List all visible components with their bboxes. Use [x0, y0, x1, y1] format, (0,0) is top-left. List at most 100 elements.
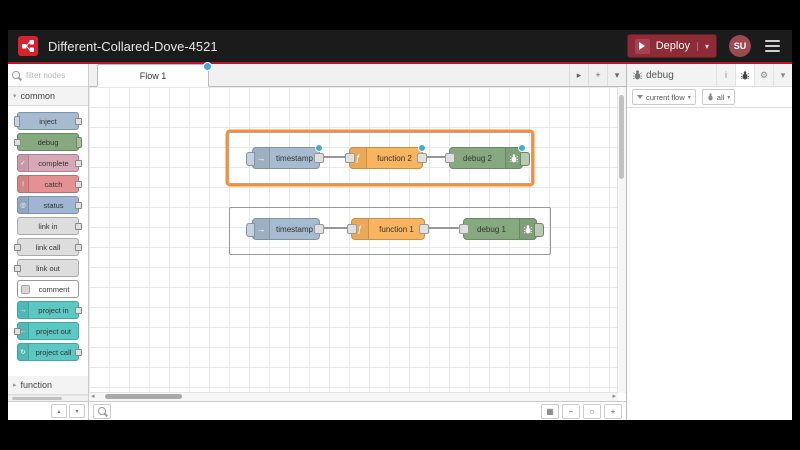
- flow-node-inject-timestamp[interactable]: → timestamp: [246, 144, 324, 169]
- filter-icon: [637, 95, 643, 99]
- inject-button[interactable]: [246, 223, 255, 237]
- chevron-down-icon: ▾: [727, 94, 731, 101]
- output-port[interactable]: [417, 153, 427, 163]
- debug-messages[interactable]: [627, 108, 792, 420]
- canvas-hscrollbar[interactable]: ◂ ▸: [89, 392, 618, 401]
- input-port: [14, 328, 21, 335]
- user-avatar[interactable]: SU: [729, 35, 751, 57]
- logo-icon: [22, 40, 34, 52]
- flow-node-debug-1[interactable]: debug 1: [459, 218, 544, 240]
- output-port: [75, 202, 82, 209]
- project-in-icon: →: [18, 302, 29, 318]
- wire[interactable]: [427, 227, 459, 229]
- input-port[interactable]: [459, 224, 469, 234]
- debug-filter-flow-button[interactable]: current flow ▾: [632, 89, 696, 105]
- catch-icon: !: [18, 176, 29, 192]
- sidebar-tab-debug[interactable]: [735, 64, 754, 86]
- canvas-vscrollbar[interactable]: [617, 87, 626, 393]
- palette-node-status[interactable]: ◎ status: [17, 196, 82, 214]
- wire[interactable]: [322, 227, 348, 229]
- modified-indicator: [315, 144, 323, 152]
- sidebar-tab-config[interactable]: ⚙: [754, 64, 773, 86]
- workspace-tabbar: Flow 1 ▸ + ▾: [89, 62, 626, 87]
- zoom-reset-button[interactable]: ○: [583, 403, 601, 419]
- palette-footer: ▴ ▾: [8, 401, 88, 420]
- palette-expand-all-button[interactable]: ▾: [69, 404, 85, 418]
- flow-canvas[interactable]: → timestamp ƒ function 2 debug 2: [89, 87, 626, 401]
- sidebar-tab-menu[interactable]: ▾: [773, 64, 792, 86]
- palette-category-common[interactable]: ▾ common: [8, 87, 88, 106]
- deploy-label: Deploy: [655, 40, 690, 52]
- debug-toggle-button: [76, 137, 82, 148]
- flow-node-function-2[interactable]: ƒ function 2: [345, 144, 427, 169]
- palette-node-link-call[interactable]: link call: [14, 238, 82, 256]
- output-port[interactable]: [314, 224, 324, 234]
- input-port[interactable]: [445, 153, 455, 163]
- palette-node-link-out[interactable]: link out: [14, 259, 79, 277]
- input-port[interactable]: [345, 153, 355, 163]
- category-label: function: [20, 380, 53, 390]
- tab-list-button[interactable]: ▾: [607, 64, 626, 86]
- palette-node-comment[interactable]: comment: [17, 280, 79, 298]
- add-flow-button[interactable]: +: [588, 64, 607, 86]
- debug-toggle-button[interactable]: [520, 152, 530, 166]
- tab-flow-1[interactable]: Flow 1: [97, 62, 212, 87]
- navigator-toggle-button[interactable]: ▦: [541, 403, 559, 419]
- scroll-right-icon[interactable]: ▸: [612, 393, 616, 400]
- zoom-in-button[interactable]: +: [604, 403, 622, 419]
- deploy-button[interactable]: Deploy ▾: [626, 34, 717, 58]
- palette-node-complete[interactable]: ✓ complete: [17, 154, 82, 172]
- wire[interactable]: [425, 156, 446, 158]
- flow-node-debug-2[interactable]: debug 2: [445, 144, 530, 169]
- bug-icon: [741, 70, 749, 79]
- flow-node-inject-timestamp[interactable]: → timestamp: [246, 218, 324, 240]
- canvas-search-button[interactable]: [93, 403, 111, 419]
- palette-node-catch[interactable]: ! catch: [17, 175, 82, 193]
- chevron-down-icon: ▾: [13, 93, 17, 100]
- sidebar-tab-info[interactable]: i: [716, 64, 735, 86]
- wire[interactable]: [322, 156, 346, 158]
- palette-node-inject[interactable]: inject: [14, 112, 82, 130]
- palette-search-input[interactable]: [24, 69, 84, 81]
- palette-node-project-out[interactable]: ← project out: [14, 322, 79, 340]
- deploy-options-caret[interactable]: ▾: [696, 41, 709, 51]
- zoom-out-button[interactable]: −: [562, 403, 580, 419]
- workspace: Flow 1 ▸ + ▾ → timestamp: [89, 62, 626, 420]
- sidebar-header: debug i ⚙ ▾: [627, 64, 792, 87]
- tab-scroll-right-button[interactable]: ▸: [569, 64, 588, 86]
- complete-icon: ✓: [18, 155, 29, 171]
- tab-label: Flow 1: [139, 70, 167, 81]
- palette-node-debug[interactable]: debug: [14, 133, 82, 151]
- modified-indicator: [518, 144, 526, 152]
- output-port: [75, 160, 82, 167]
- output-port: [75, 118, 82, 125]
- output-port[interactable]: [314, 153, 324, 163]
- palette-collapse-all-button[interactable]: ▴: [51, 404, 67, 418]
- palette-node-link-in[interactable]: link in: [17, 217, 82, 235]
- hscroll-thumb[interactable]: [105, 394, 182, 399]
- debug-filter-scope-button[interactable]: all ▾: [701, 89, 736, 105]
- tab-modified-indicator: [203, 62, 212, 71]
- flow-group[interactable]: [229, 207, 551, 255]
- palette-scrollbar[interactable]: [8, 395, 88, 401]
- palette-node-project-call[interactable]: ↻ project call: [17, 343, 82, 361]
- scroll-left-icon[interactable]: ◂: [91, 393, 95, 400]
- sidebar-title: debug: [646, 69, 674, 81]
- output-port: [75, 349, 82, 356]
- main-menu-button[interactable]: [763, 38, 782, 54]
- output-port: [75, 223, 82, 230]
- node-red-logo: [18, 36, 38, 56]
- debug-toggle-button[interactable]: [534, 223, 544, 237]
- palette-category-function[interactable]: ▸ function: [8, 376, 88, 395]
- chevron-down-icon: ▾: [687, 94, 691, 101]
- input-port[interactable]: [347, 224, 357, 234]
- output-port[interactable]: [419, 224, 429, 234]
- flow-node-function-1[interactable]: ƒ function 1: [347, 218, 429, 240]
- palette: ▾ common inject debug ✓ complete: [8, 64, 89, 420]
- chevron-right-icon: ▸: [13, 382, 17, 389]
- palette-node-project-in[interactable]: → project in: [17, 301, 82, 319]
- inject-button[interactable]: [246, 152, 255, 166]
- flow-group-selected[interactable]: [228, 132, 532, 184]
- modified-indicator: [418, 144, 426, 152]
- palette-search[interactable]: [8, 64, 88, 87]
